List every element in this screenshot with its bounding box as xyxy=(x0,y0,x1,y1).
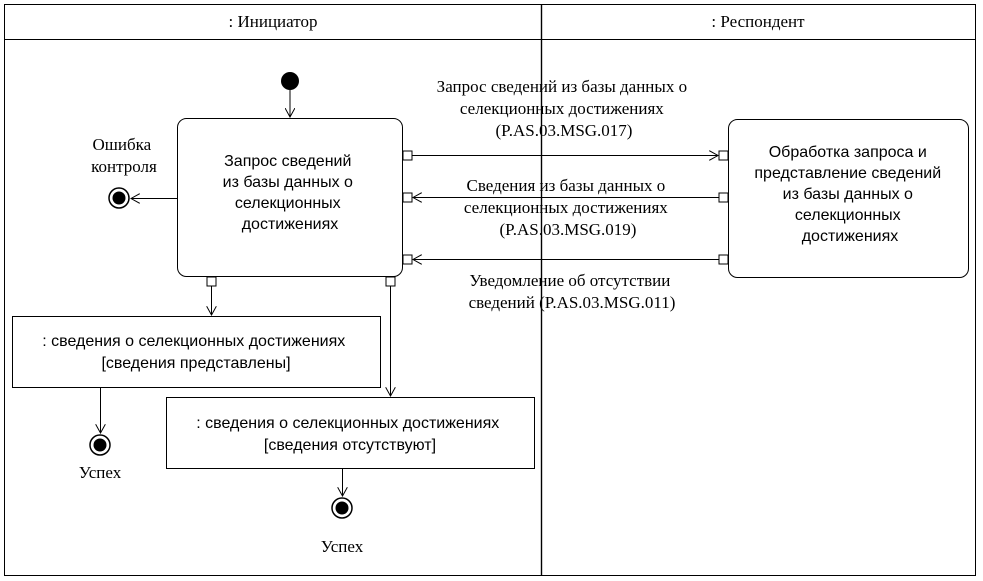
pin-request-out xyxy=(402,150,413,161)
final-error-label: Ошибка контроля xyxy=(91,135,157,176)
pin-processing-in xyxy=(718,150,729,161)
swimlane-respondent-title: : Респондент xyxy=(711,12,805,31)
action-request-label: Запрос сведений из базы данных о селекци… xyxy=(223,153,358,233)
diagram-frame xyxy=(4,4,976,576)
message-request-label: Запрос сведений из базы данных о селекци… xyxy=(437,77,692,140)
initial-node xyxy=(281,72,299,90)
pin-absence-in xyxy=(402,254,413,265)
object-data-absent xyxy=(166,397,535,469)
pin-present-out xyxy=(206,276,217,287)
pin-absent-out xyxy=(385,276,396,287)
pin-absence-out xyxy=(718,254,729,265)
action-processing-label: Обработка запроса и представление сведен… xyxy=(754,144,945,245)
object-data-absent-label: : сведения о селекционных достижениях [с… xyxy=(196,415,503,454)
final-node-error-inner xyxy=(112,191,126,205)
message-absence-label: Уведомление об отсутствии сведений (P.AS… xyxy=(469,271,676,312)
pin-response-in xyxy=(402,192,413,203)
final-node-success-1-inner xyxy=(93,438,107,452)
final-node-success-2-inner xyxy=(335,501,349,515)
swimlane-initiator-title: : Инициатор xyxy=(229,12,318,31)
final-success-1-label: Успех xyxy=(79,463,122,482)
final-success-2-label: Успех xyxy=(321,537,364,556)
object-data-present xyxy=(12,316,381,388)
pin-response-out xyxy=(718,192,729,203)
message-response-label: Сведения из базы данных о селекционных д… xyxy=(464,176,672,239)
object-data-present-label: : сведения о селекционных достижениях [с… xyxy=(42,333,349,372)
